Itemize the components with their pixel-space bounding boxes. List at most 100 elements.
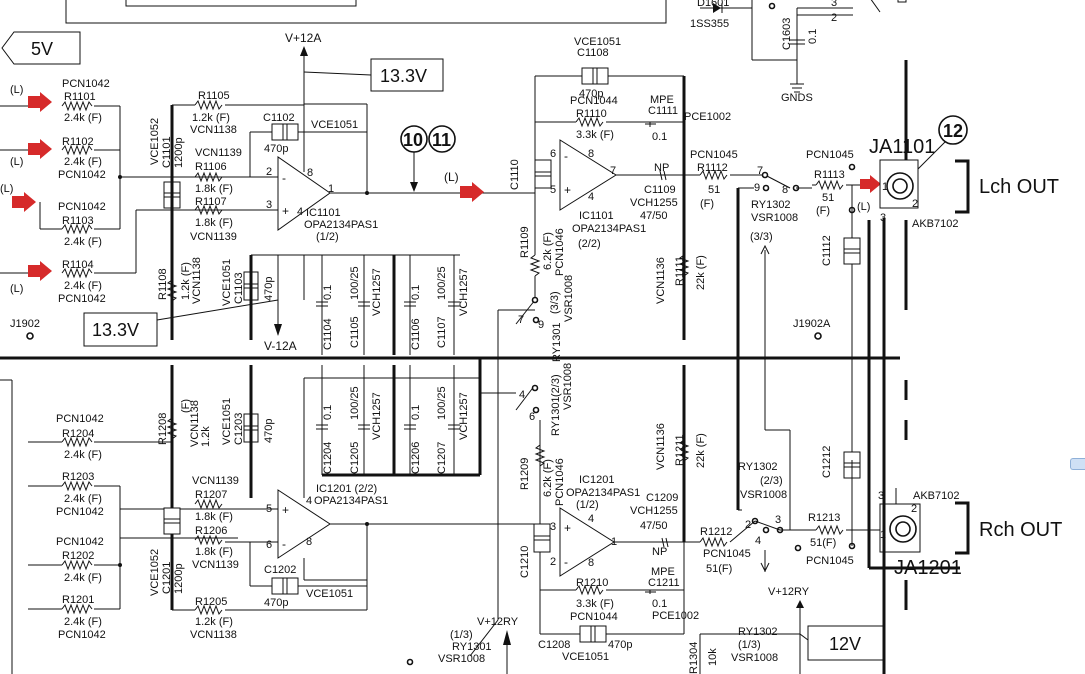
c1603-label: C1603 [781, 18, 793, 50]
r1106-label: R1106 [195, 161, 227, 173]
c1105-label: C1105 [349, 316, 361, 348]
ry1301a-unit: (3/3) [549, 291, 561, 314]
svg-text:+: + [564, 521, 571, 535]
ry1302c-unit: (1/3) [738, 639, 761, 651]
ry1302b-part: VSR1008 [740, 489, 787, 501]
r1211-value: 22k (F) [695, 433, 707, 468]
c1207-part: VCH1257 [458, 392, 470, 440]
scrollbar-thumb[interactable] [1070, 458, 1085, 470]
ic1101b-pin8: 8 [588, 148, 594, 160]
c1207-label: C1207 [436, 442, 448, 474]
svg-text:6: 6 [529, 411, 535, 423]
marker-12: 12 [914, 115, 968, 173]
tp-j1902: J1902 [10, 318, 40, 330]
c1204-value: 0.1 [322, 405, 334, 420]
input-1-ref: R1101 [64, 91, 96, 103]
svg-text:-: - [564, 149, 568, 163]
r1209-value: 6.2k (F) [542, 459, 554, 497]
r1210-part: PCN1044 [570, 611, 618, 623]
c1107-value: 100/25 [436, 266, 448, 300]
ic1201a-pin8: 8 [306, 536, 312, 548]
r1207-value: 1.8k (F) [195, 511, 233, 523]
c1208-part: VCE1051 [562, 651, 609, 663]
stage1-top: R1105 1.2k (F) VCN1138 C1102 470p VCE105… [149, 90, 484, 340]
c1111-label: C1111 [648, 105, 678, 117]
c1211-label: C1211 [648, 577, 680, 589]
top-region: D1601 1SS355 C1603 0.1 GNDS 3 2 [65, 0, 907, 104]
c1108-label: C1108 [577, 47, 609, 59]
ic1101a-label: IC1101 [306, 207, 341, 219]
c1209-np: NP [652, 546, 667, 558]
c1111-value: 0.1 [652, 131, 667, 143]
c1107-part: VCH1257 [458, 268, 470, 316]
ja1101-pin1: 1 [882, 181, 888, 193]
svg-text:+: + [282, 204, 289, 218]
output-rch: C1212 R1213 51(F) PCN1045 AKB7102 3 2 1 … [780, 446, 1062, 579]
c1208-value: 470p [608, 639, 632, 651]
r1201-value: 2.4k (F) [64, 616, 102, 628]
c1108-value: 470p [579, 88, 603, 100]
c1209-part: VCH1255 [630, 505, 678, 517]
signal-arrow-mid [460, 182, 484, 202]
r1207-label: R1207 [195, 489, 227, 501]
r1105-label: R1105 [198, 90, 230, 102]
r1204-part: PCN1042 [56, 413, 104, 425]
ic1101a-part: OPA2134PAS1 [304, 219, 378, 231]
input-4-ch: (L) [10, 283, 23, 295]
c1202-value: 470p [264, 597, 288, 609]
c1208-label: C1208 [538, 639, 570, 651]
callout-5v: 5V [1, 31, 81, 65]
ry1302b-unit: (2/3) [760, 475, 783, 487]
input-group-bottom: PCN1042 R1204 2.4k (F) R1203 2.4k (F) PC… [28, 413, 238, 641]
ic1201b-pin4: 4 [306, 495, 312, 507]
r1202-label: R1202 [62, 550, 94, 562]
input-arrow-4 [28, 261, 52, 281]
r1107-value: 1.8k (F) [195, 217, 233, 229]
c1603-value: 0.1 [807, 29, 819, 44]
ic1101a-pin8: 8 [307, 167, 313, 179]
input-arrow-2 [28, 139, 52, 159]
ry1301c-part: VSR1008 [438, 653, 485, 665]
marker-11: 11 [432, 130, 451, 150]
c1201-part: VCE1052 [149, 549, 161, 596]
r1105-value: 1.2k (F) [192, 112, 230, 124]
ic1201c-pin3: 3 [550, 521, 556, 533]
c1201-value: 1200p [173, 563, 185, 594]
r1108-part: VCN1138 [191, 257, 203, 304]
c1203-part: VCE1051 [221, 398, 233, 445]
lch-ch: (L) [857, 201, 870, 213]
r1205-part: VCN1138 [190, 629, 237, 641]
callout-13v3-top-text: 13.3V [380, 66, 427, 86]
r1105-part: VCN1138 [190, 124, 237, 136]
r1213-value: 51(F) [810, 537, 836, 549]
c1211-part: PCE1002 [652, 610, 699, 622]
marker-10-11: 10 11 [400, 125, 456, 192]
svg-text:4: 4 [755, 535, 761, 547]
r1213-part: PCN1045 [806, 555, 854, 567]
c1112-label: C1112 [821, 235, 833, 266]
ic1101b-pin7: 7 [610, 165, 616, 177]
tp-j1902a: J1902A [793, 318, 831, 330]
c1206-label: C1206 [410, 442, 422, 474]
input-3-ch: (L) [0, 183, 13, 195]
marker-10: 10 [403, 130, 423, 150]
input-1-ch: (L) [10, 84, 23, 96]
c1209-value: 47/50 [640, 520, 668, 532]
r1108-value: 1.2k (F) [180, 262, 192, 300]
callout-12v: 12V [799, 625, 885, 661]
c1209-label: C1209 [646, 492, 678, 504]
r1106-part: VCN1139 [195, 147, 242, 159]
c1104-value: 0.1 [322, 285, 334, 300]
svg-text:9: 9 [538, 319, 544, 331]
ic1201c-part: OPA2134PAS1 [566, 487, 640, 499]
pin2-label: 2 [831, 12, 837, 24]
c1207-value: 100/25 [436, 386, 448, 420]
r1113-tol: (F) [816, 205, 830, 217]
r1206-label: R1206 [195, 525, 227, 537]
r1112-tol: (F) [700, 198, 714, 210]
r1304-value: 10k [707, 648, 719, 666]
r1109-label: R1109 [519, 226, 531, 258]
callout-13v3-left: 13.3V [83, 299, 279, 347]
r1211-label: R1211 [674, 434, 686, 466]
r1210-label: R1210 [576, 577, 608, 589]
